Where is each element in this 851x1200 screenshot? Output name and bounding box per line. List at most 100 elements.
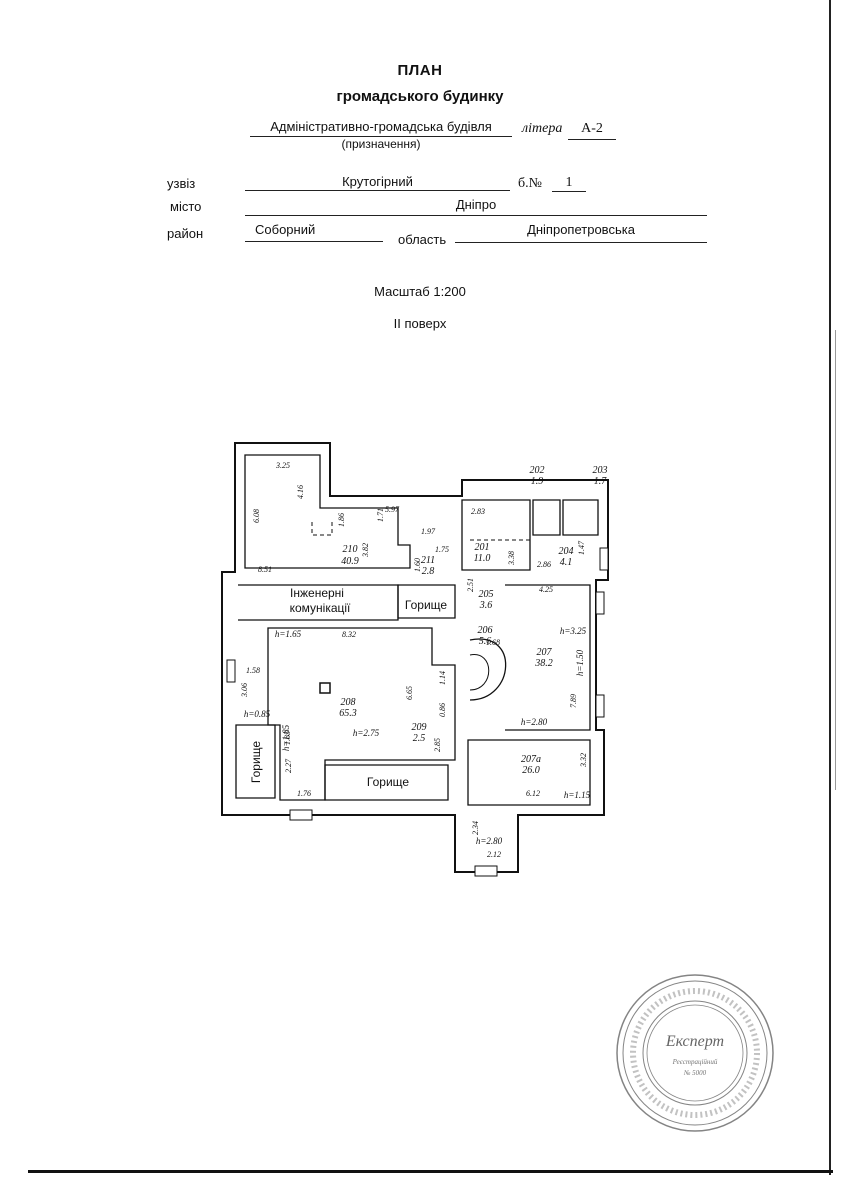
window	[474, 865, 498, 877]
dimension: 2.85	[433, 738, 442, 752]
room-area: 2.5	[413, 733, 426, 744]
district-underline	[245, 241, 383, 242]
stair-well	[461, 499, 531, 571]
number-underline	[552, 191, 586, 192]
dimension: 4.25	[539, 585, 553, 594]
room-id: 202	[530, 465, 545, 476]
room-207-walls	[505, 584, 591, 731]
scan-edge-right-faint	[835, 330, 836, 790]
dimension: 8.51	[258, 565, 272, 574]
bottom-rule	[28, 1170, 833, 1173]
room-area: 26.0	[522, 765, 540, 776]
purpose-value: Адміністративно-громадська будівля	[270, 119, 492, 134]
dimension: 0.86	[438, 703, 447, 717]
scale-label: Масштаб 1:200	[374, 284, 466, 299]
dimension: 3.82	[361, 543, 370, 558]
dimension: 2.12	[487, 850, 501, 859]
dimension: 1.71	[376, 508, 385, 522]
room-area: 65.3	[339, 708, 357, 719]
dimension: 1.97	[421, 527, 436, 536]
height-mark: h=1.65	[275, 629, 302, 639]
dimension: 7.89	[569, 694, 578, 708]
room-id: 204	[559, 546, 574, 557]
dimension: 2.86	[537, 560, 551, 569]
district-label: район	[167, 226, 204, 241]
dimension: 1.76	[297, 789, 311, 798]
spiral-stair-inner	[469, 654, 490, 691]
room-id: 209	[412, 722, 427, 733]
litera-label: літера	[522, 121, 563, 136]
room-id: 208	[341, 697, 356, 708]
dashed-outline-210	[311, 522, 333, 536]
room-area: 3.6	[479, 600, 493, 611]
attic-bottom-walls	[324, 764, 449, 801]
dimension: 2.34	[471, 821, 480, 835]
dimension: 1.68	[486, 638, 500, 647]
wc-walls	[532, 499, 599, 536]
purpose-underline	[250, 136, 512, 137]
dimension: 3.25	[275, 461, 290, 470]
spiral-stair	[469, 638, 507, 701]
room-207a-walls	[467, 739, 591, 806]
height-mark: h=2.75	[353, 728, 380, 738]
room-210-walls	[244, 454, 411, 569]
dimension: 3.32	[579, 753, 588, 768]
room-id: 211	[421, 555, 435, 566]
room-id: 205	[479, 589, 494, 600]
dimension: 1.86	[337, 513, 346, 527]
street-value: Крутогірний	[342, 174, 413, 189]
page-title: ПЛАН	[397, 62, 443, 79]
room-area: 4.1	[560, 557, 573, 568]
dimension: 1.14	[438, 671, 447, 685]
dimension: 2.51	[466, 578, 475, 592]
city-underline	[245, 215, 707, 216]
window	[289, 809, 313, 821]
attic-label-top: Горище	[405, 598, 447, 612]
attic-small-walls	[397, 584, 456, 619]
height-mark: h=3.25	[560, 626, 587, 636]
room-id: 210	[343, 544, 358, 555]
city-label: місто	[170, 199, 202, 214]
engineering-label-line1: Інженерні	[290, 586, 344, 600]
height-mark: h=1.50	[575, 649, 585, 676]
room-area: 40.9	[341, 556, 359, 567]
litera-underline	[568, 139, 616, 140]
region-label: область	[398, 232, 447, 247]
street-label: узвіз	[167, 176, 196, 191]
window	[599, 547, 609, 571]
room-area: 1.7	[594, 476, 608, 487]
dimension: 1.85	[283, 731, 292, 745]
scan-edge-right	[829, 0, 831, 1175]
number-label: б.№	[518, 176, 542, 191]
room-208-walls	[267, 627, 456, 801]
room-id: 206	[478, 625, 493, 636]
column-marker	[319, 682, 331, 694]
city-value: Дніпро	[455, 197, 497, 212]
dimension: 2.27	[284, 758, 293, 773]
dimension: 1.58	[246, 666, 260, 675]
dimension: 4.16	[296, 485, 305, 499]
dimension: 1.60	[413, 558, 422, 572]
purpose-caption: (призначення)	[341, 137, 421, 151]
page-subtitle: громадського будинку	[336, 88, 504, 105]
dimension: 5.97	[385, 505, 400, 514]
dimension: 3.06	[240, 683, 249, 698]
number-value: 1	[565, 175, 573, 190]
stamp-line2: № 5000	[683, 1069, 707, 1077]
height-mark: h=0.85	[244, 709, 271, 719]
room-area: 2.8	[422, 566, 435, 577]
height-mark: h=2.80	[521, 717, 548, 727]
region-value: Дніпропетровська	[527, 222, 635, 237]
height-mark: h=1.85	[281, 724, 291, 751]
dimension: 2.83	[471, 507, 485, 516]
room-id: 207а	[521, 754, 541, 765]
dimension: 6.08	[252, 509, 261, 523]
floor-label: II поверх	[393, 316, 447, 331]
dimension: 6.65	[405, 686, 414, 700]
district-value: Соборний	[255, 222, 316, 237]
street-underline	[245, 190, 510, 191]
room-id: 207	[537, 647, 553, 658]
room-area: 38.2	[534, 658, 553, 669]
outer-wall	[221, 442, 609, 873]
